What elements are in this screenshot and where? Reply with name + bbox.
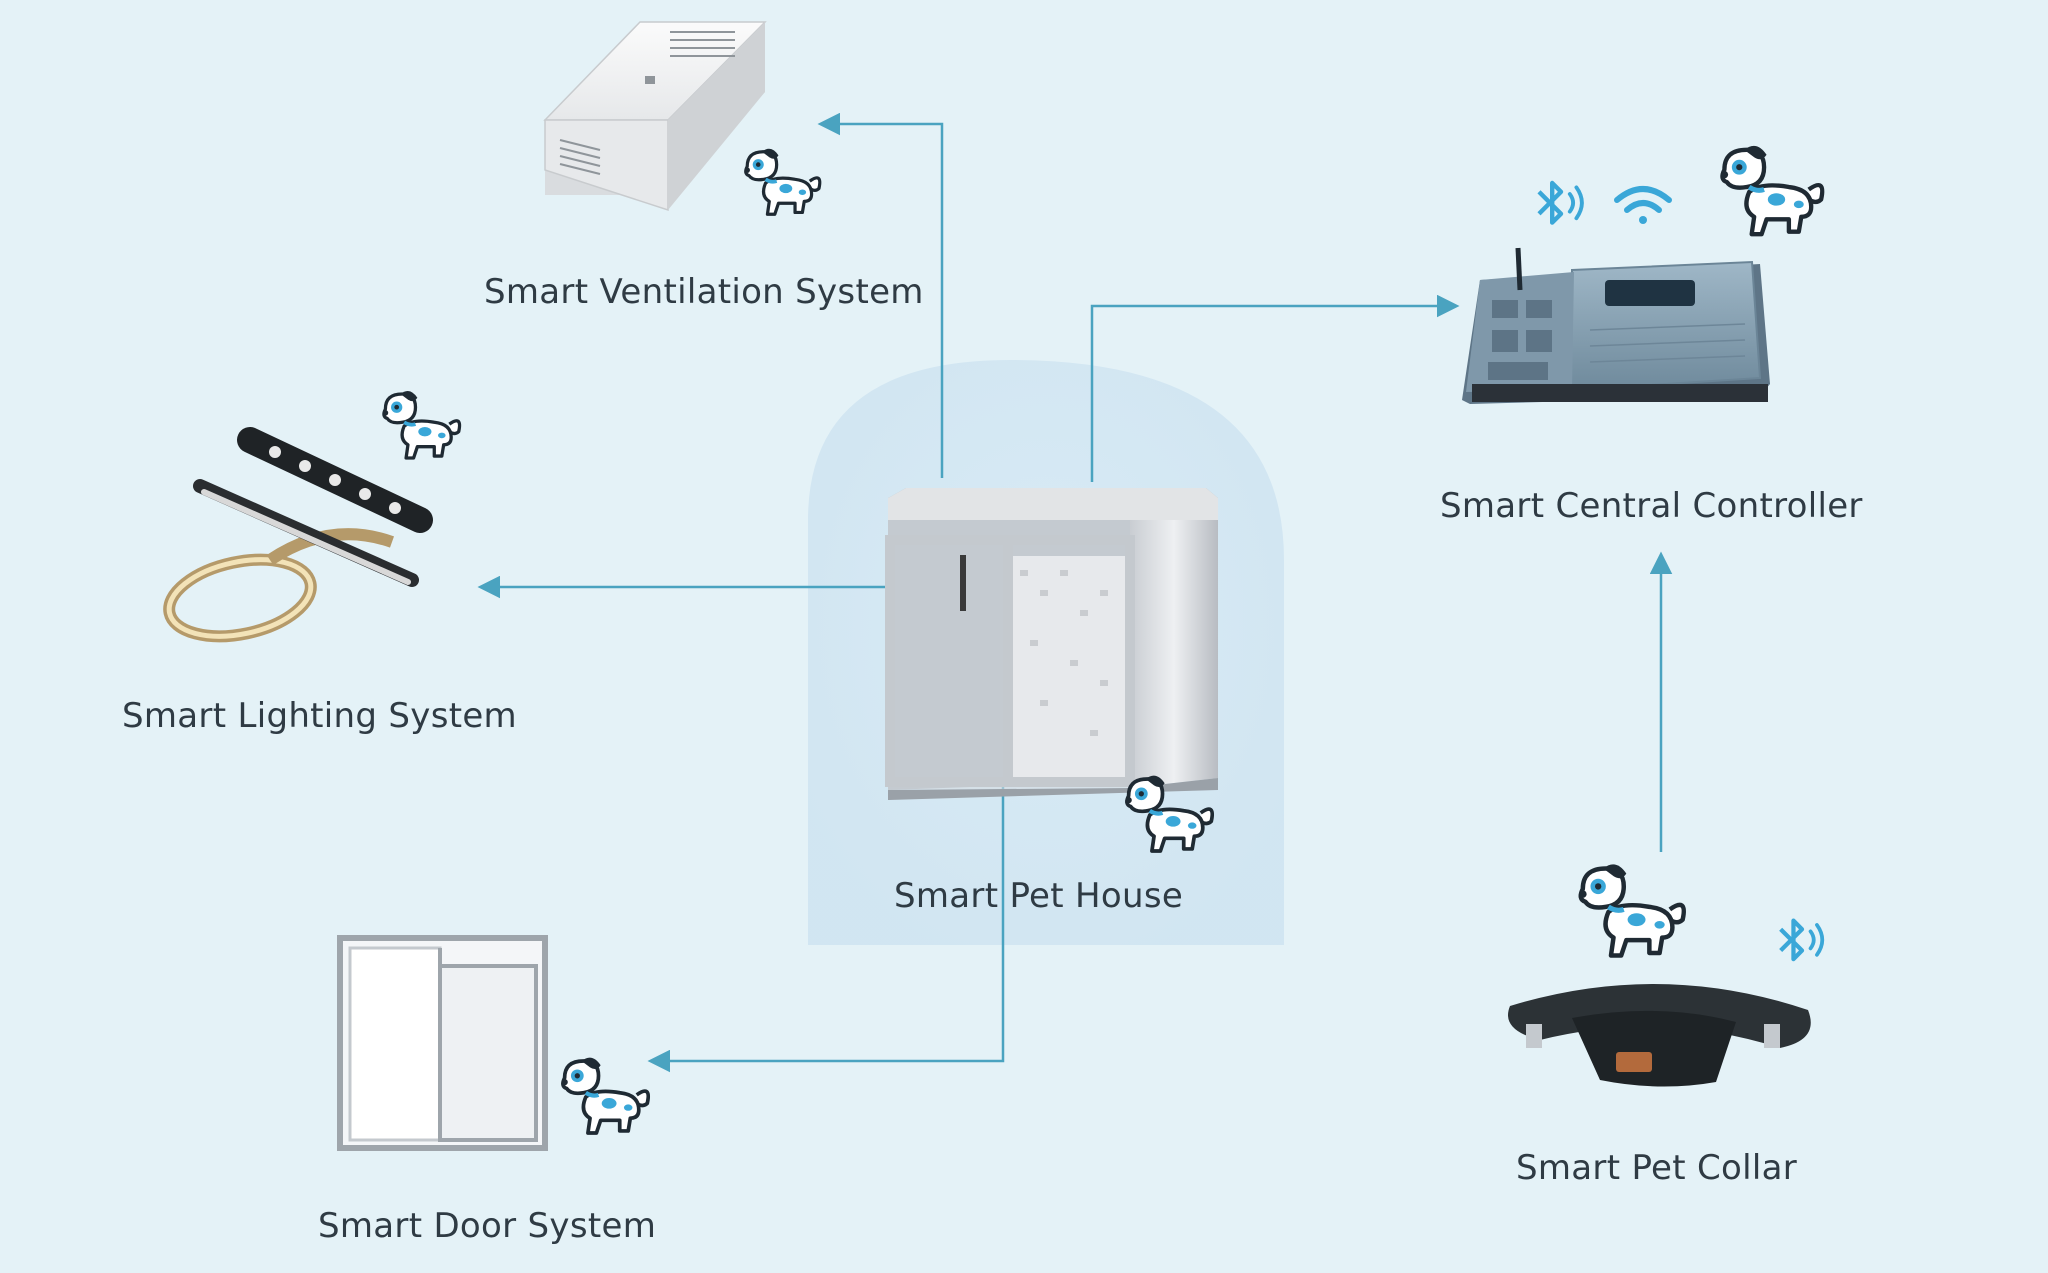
pet-house-image (885, 488, 1218, 800)
node-label-door: Smart Door System (318, 1206, 657, 1246)
node-label-lighting: Smart Lighting System (122, 696, 517, 736)
controller-image (1462, 247, 1770, 404)
lighting-image (163, 427, 433, 643)
collar-image (1508, 983, 1811, 1087)
node-label-controller: Smart Central Controller (1440, 486, 1863, 526)
connector-ventilation (817, 112, 944, 478)
connector-door (647, 784, 1005, 1073)
dog-mascot-icon (742, 146, 822, 217)
node-label-collar: Smart Pet Collar (1516, 1148, 1798, 1188)
door-image (337, 935, 548, 1151)
dog-mascot-icon (1579, 864, 1684, 955)
node-label-ventilation: Smart Ventilation System (484, 272, 924, 312)
center-label-pet-house: Smart Pet House (894, 876, 1184, 916)
connector-controller (1090, 294, 1460, 482)
ventilation-unit-image (543, 21, 767, 212)
dog-mascot-icon (1721, 146, 1823, 234)
wifi-icon (1614, 186, 1672, 224)
dog-mascot-icon (380, 389, 462, 460)
bluetooth-icon (1539, 183, 1582, 223)
dog-mascot-icon (561, 1058, 648, 1133)
connectors (477, 112, 1673, 1073)
bluetooth-icon (1781, 921, 1823, 959)
